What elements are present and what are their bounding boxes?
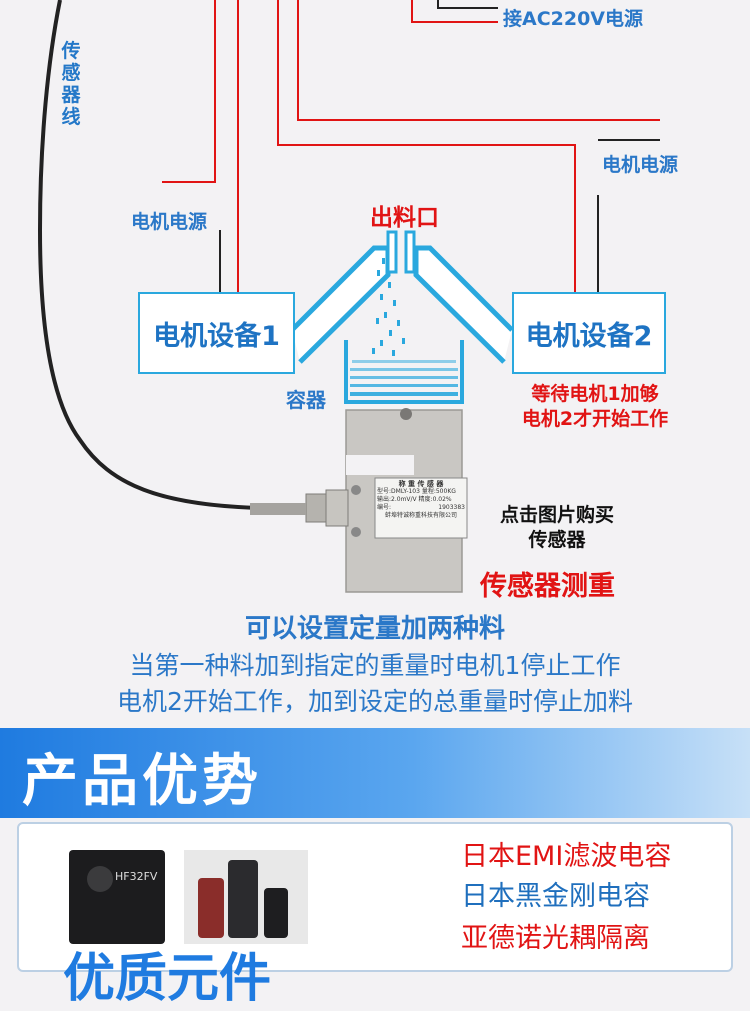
chute-right <box>413 245 514 364</box>
quality-components-title: 优质元件 <box>63 949 272 1009</box>
motor-power-label-left: 电机电源 <box>131 211 208 233</box>
motor-device-2: 电机设备2 <box>512 292 666 374</box>
sensor-cable <box>37 0 319 511</box>
buy-line2: 传感器 <box>528 529 586 551</box>
ac-power-label: 接AC220V电源 <box>503 8 644 30</box>
banner-title: 产品优势 <box>22 749 262 814</box>
motor2-wire-red1 <box>297 0 660 121</box>
features-panel: HF32FV 日本EMI滤波电容 日本黑金刚电容 亚德诺光耦隔离 优质元件 <box>17 822 733 1009</box>
cable-gland <box>250 489 349 527</box>
motor2-wire-black <box>597 139 660 292</box>
sensor-plate-output: 输出:2.0mV/V 精度:0.02% <box>377 496 452 503</box>
chute-left <box>290 245 391 364</box>
wait-note-line1: 等待电机1加够 <box>531 383 659 405</box>
sensor-plate-title: 称 重 传 感 器 <box>398 480 444 488</box>
sensor-plate-model: 型号:DMLY-103 量程:500KG <box>377 488 456 495</box>
buy-sensor-link[interactable]: 点击图片购买 传感器 <box>482 503 632 553</box>
ac-wire-right <box>437 0 498 9</box>
motor-device-1: 电机设备1 <box>138 292 295 374</box>
container-outline <box>344 340 464 404</box>
feature-black-capacitor: 日本黑金刚电容 <box>461 881 650 912</box>
sensor-plate-serial-label: 编号: <box>377 504 392 511</box>
sensor-plate-maker: 蚌埠特诚称重科技有限公司 <box>384 512 457 519</box>
wait-note-line2: 电机2才开始工作 <box>521 408 669 430</box>
feature-emi-capacitor: 日本EMI滤波电容 <box>461 841 672 872</box>
falling-material <box>372 258 405 356</box>
ac-wire-left <box>411 0 498 23</box>
capacitor-image <box>184 850 308 944</box>
motor-device-1-label: 电机设备1 <box>153 320 280 352</box>
sensor-plate-serial: 1903383 <box>438 504 465 511</box>
motor-power-label-right: 电机电源 <box>602 154 679 176</box>
sensor-wire-label: 传感器线 <box>61 40 81 128</box>
wiring-diagram <box>37 0 660 593</box>
weighing-label: 传感器测重 <box>480 571 615 602</box>
desc-headline: 可以设置定量加两种料 <box>244 614 505 644</box>
motor2-wire-red2 <box>277 0 576 292</box>
relay-image: HF32FV <box>69 850 165 944</box>
desc-line2: 电机2开始工作，加到设定的总重量时停止加料 <box>117 687 633 716</box>
feature-optocoupler: 亚德诺光耦隔离 <box>461 923 650 954</box>
wait-note: 等待电机1加够 电机2才开始工作 <box>505 382 685 432</box>
outlet-label: 出料口 <box>370 205 439 231</box>
container-label: 容器 <box>286 388 326 412</box>
product-advantage-banner: 产品优势 <box>0 728 750 818</box>
motor-device-2-label: 电机设备2 <box>525 320 653 352</box>
motor1-wire-red <box>162 0 216 183</box>
relay-label: HF32FV <box>115 870 158 883</box>
container-fill <box>350 360 458 396</box>
load-cell <box>345 408 468 593</box>
sensor-plate: 称 重 传 感 器 型号:DMLY-103 量程:500KG 输出:2.0mV/… <box>377 480 465 520</box>
desc-line1: 当第一种料加到指定的重量时电机1停止工作 <box>129 651 621 680</box>
buy-line1: 点击图片购买 <box>499 504 614 526</box>
outlet-right <box>404 230 416 274</box>
outlet-left <box>386 230 398 274</box>
